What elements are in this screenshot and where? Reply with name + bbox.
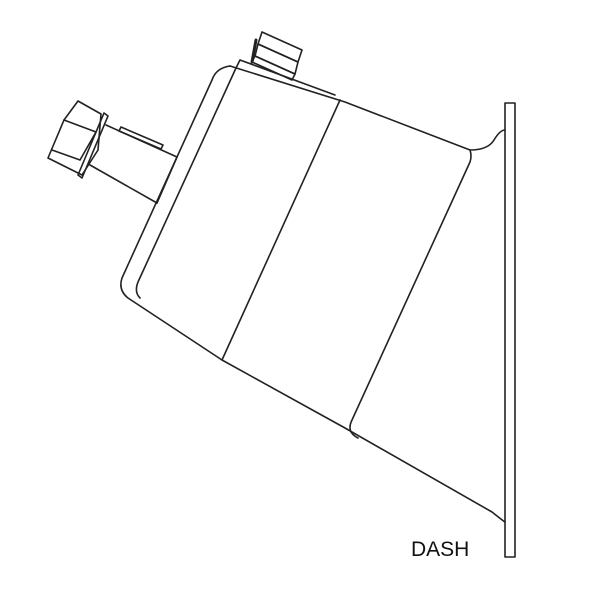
dash-panel xyxy=(504,102,516,558)
dash-label: DASH xyxy=(411,538,470,561)
top-connector xyxy=(250,31,303,81)
hex-bolt xyxy=(47,100,178,204)
housing-body xyxy=(120,59,506,523)
